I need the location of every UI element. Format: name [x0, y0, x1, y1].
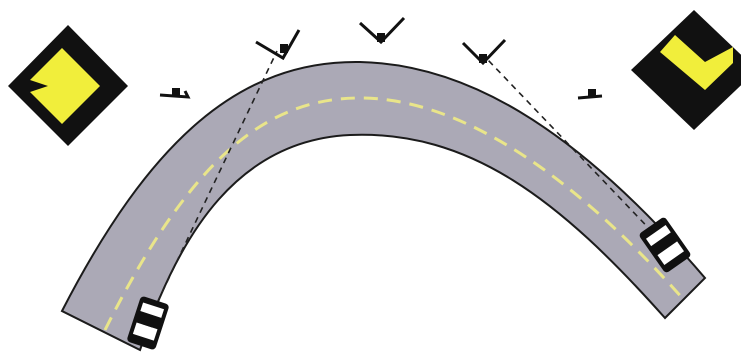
delineator-2 — [256, 30, 299, 58]
delineator-1 — [160, 88, 188, 97]
delineator-5 — [578, 89, 602, 98]
delineator-4 — [463, 40, 505, 63]
left-chevron-sign — [8, 25, 128, 146]
delineator-3 — [360, 18, 404, 42]
right-chevron-sign — [631, 10, 741, 130]
